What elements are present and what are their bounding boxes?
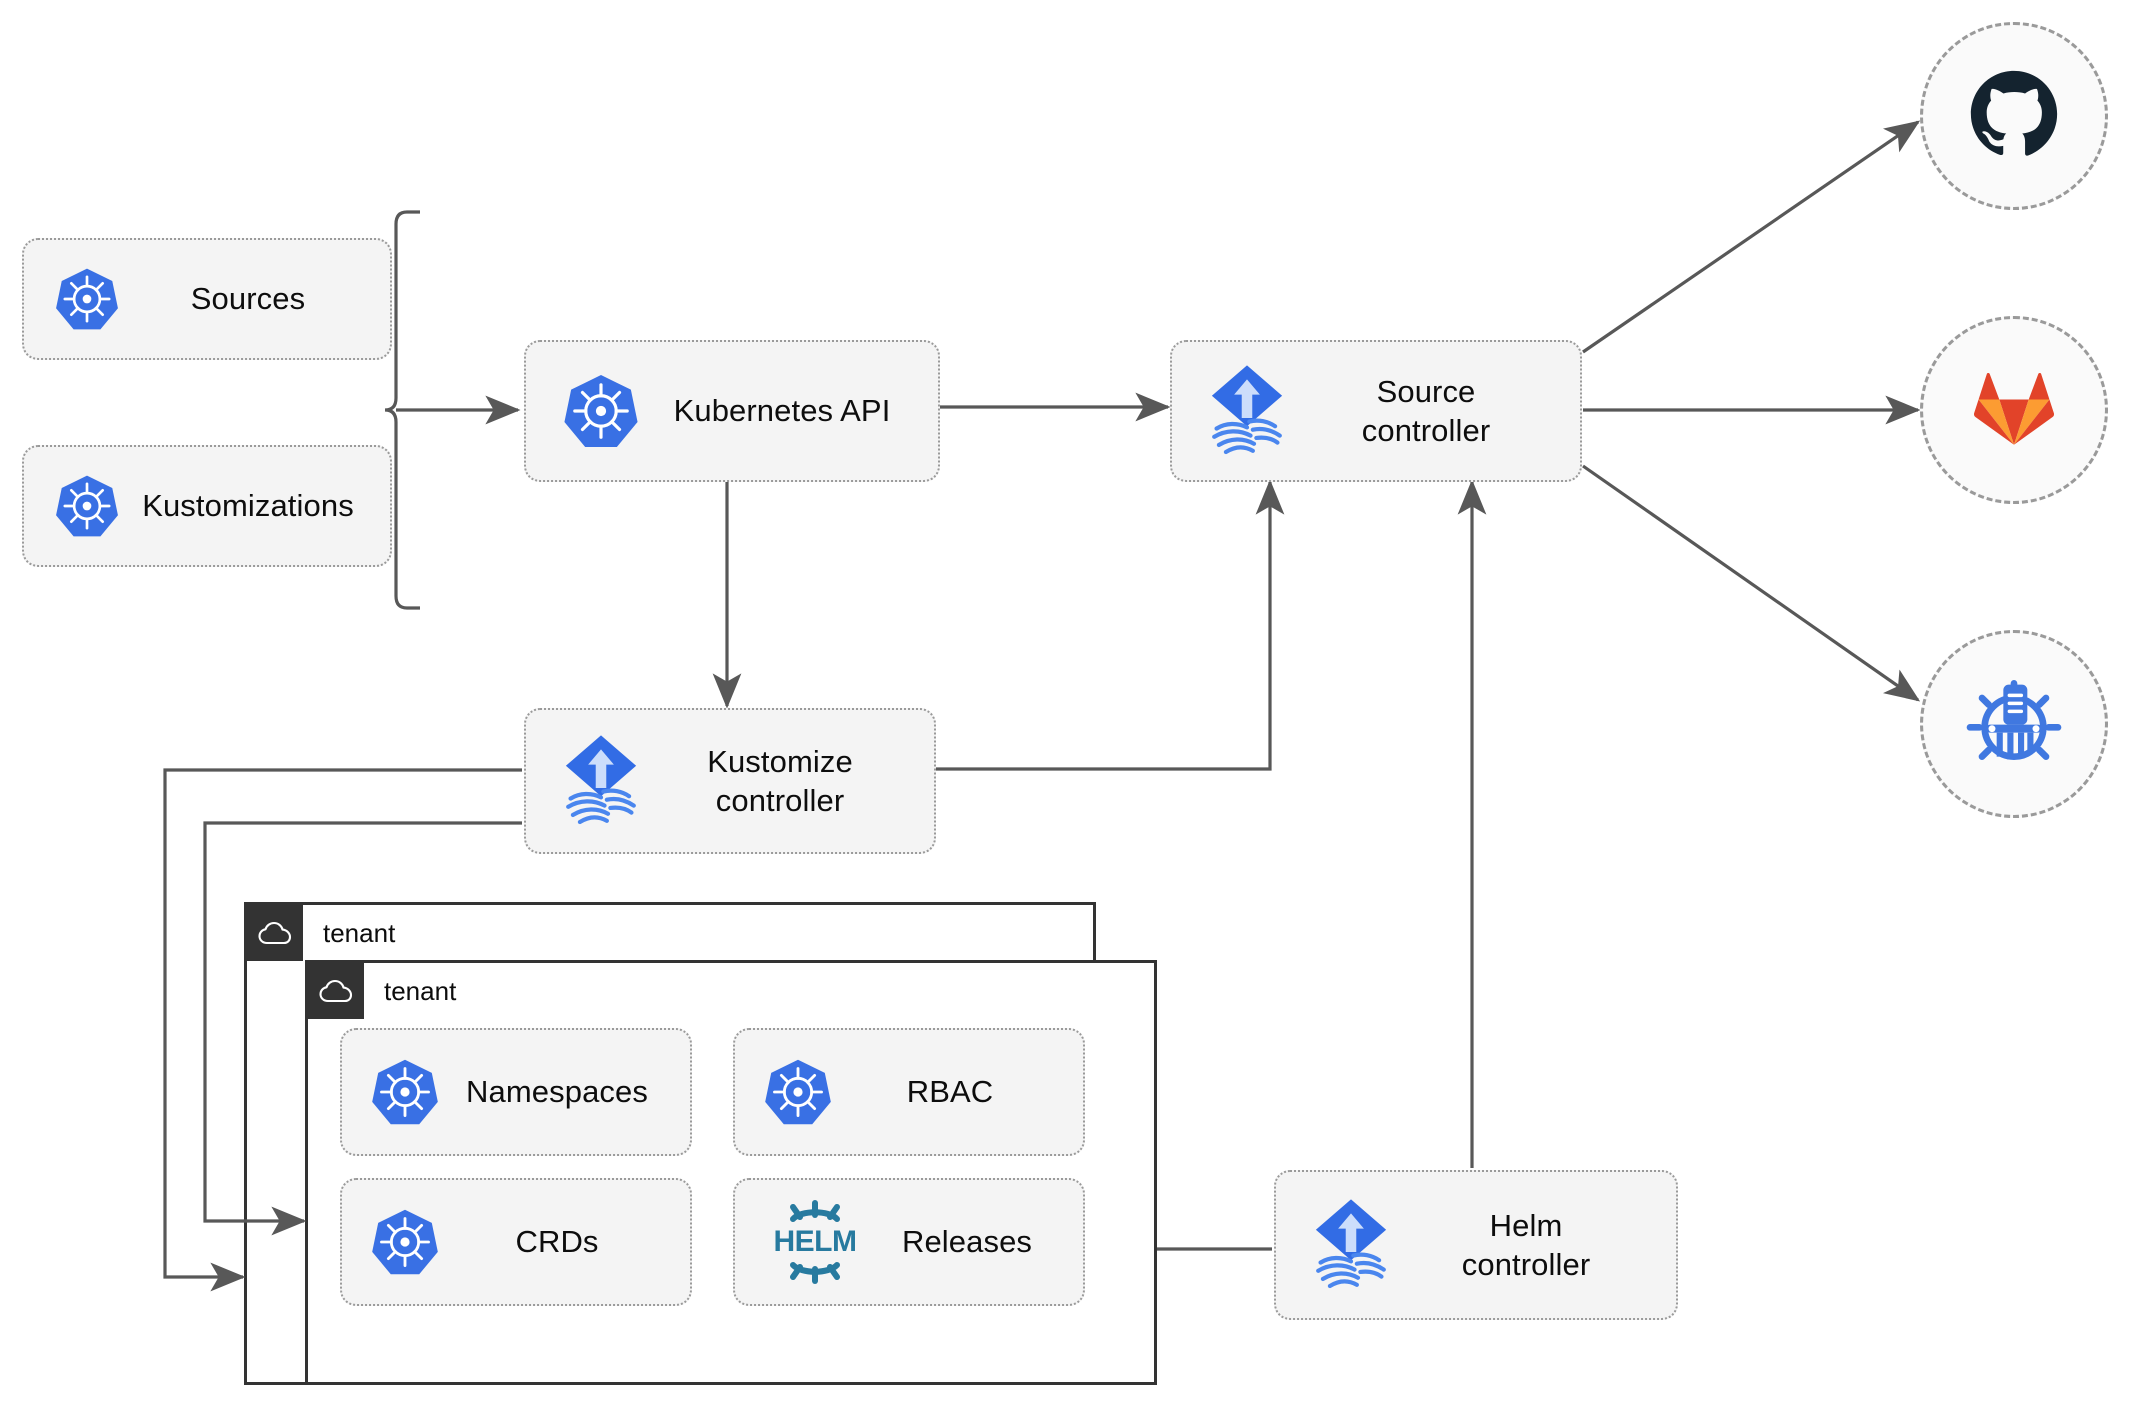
edge-source-to-github — [1582, 120, 1921, 354]
kubernetes-icon — [368, 1055, 442, 1129]
github-icon — [1968, 68, 2060, 165]
node-label: CRDs — [515, 1224, 599, 1260]
edge-source-to-helm-repository — [1582, 464, 1921, 702]
node-source-controller[interactable]: Source controller — [1170, 340, 1582, 482]
cloud-icon — [247, 905, 303, 961]
provider-gitlab[interactable] — [1920, 316, 2108, 504]
node-sources[interactable]: Sources — [22, 238, 392, 360]
provider-helm-repository[interactable] — [1920, 630, 2108, 818]
helm-repository-icon — [1966, 674, 2062, 775]
node-label: Kustomize controller — [707, 743, 853, 818]
node-helm-controller[interactable]: Helm controller — [1274, 1170, 1678, 1320]
edge-kustomize-to-source-controller — [934, 479, 1285, 771]
provider-github[interactable] — [1920, 22, 2108, 210]
node-kubernetes-api[interactable]: Kubernetes API — [524, 340, 940, 482]
node-label: Releases — [901, 1224, 1033, 1260]
node-crds[interactable]: CRDs — [340, 1178, 692, 1306]
node-label: Kustomizations — [142, 488, 354, 524]
node-kustomize-controller[interactable]: Kustomize controller — [524, 708, 936, 854]
tenant-label: tenant — [364, 963, 457, 1019]
tenant-title-bar: tenant — [247, 905, 396, 961]
node-label: RBAC — [906, 1074, 994, 1110]
gitlab-icon — [1972, 368, 2056, 453]
flux-icon — [1202, 363, 1292, 459]
node-label: Kubernetes API — [673, 393, 891, 429]
node-label: Helm controller — [1461, 1207, 1591, 1282]
kubernetes-icon — [50, 469, 124, 543]
node-label: Sources — [190, 281, 306, 317]
node-label: Source controller — [1361, 373, 1491, 448]
tenant-label: tenant — [303, 905, 396, 961]
tenant-container-front: tenant — [305, 960, 1157, 1385]
helm-icon: HELM — [761, 1200, 869, 1284]
flux-icon — [1306, 1197, 1396, 1293]
cloud-icon — [308, 963, 364, 1019]
flux-icon — [556, 733, 646, 829]
kubernetes-icon — [368, 1205, 442, 1279]
node-rbac[interactable]: RBAC — [733, 1028, 1085, 1156]
tenant-title-bar: tenant — [308, 963, 457, 1019]
node-kustomizations[interactable]: Kustomizations — [22, 445, 392, 567]
kubernetes-icon — [50, 262, 124, 336]
svg-text:HELM: HELM — [774, 1225, 857, 1258]
node-namespaces[interactable]: Namespaces — [340, 1028, 692, 1156]
node-releases[interactable]: HELM Releases — [733, 1178, 1085, 1306]
kubernetes-icon — [556, 363, 646, 459]
kubernetes-icon — [761, 1055, 835, 1129]
node-label: Namespaces — [466, 1074, 648, 1110]
